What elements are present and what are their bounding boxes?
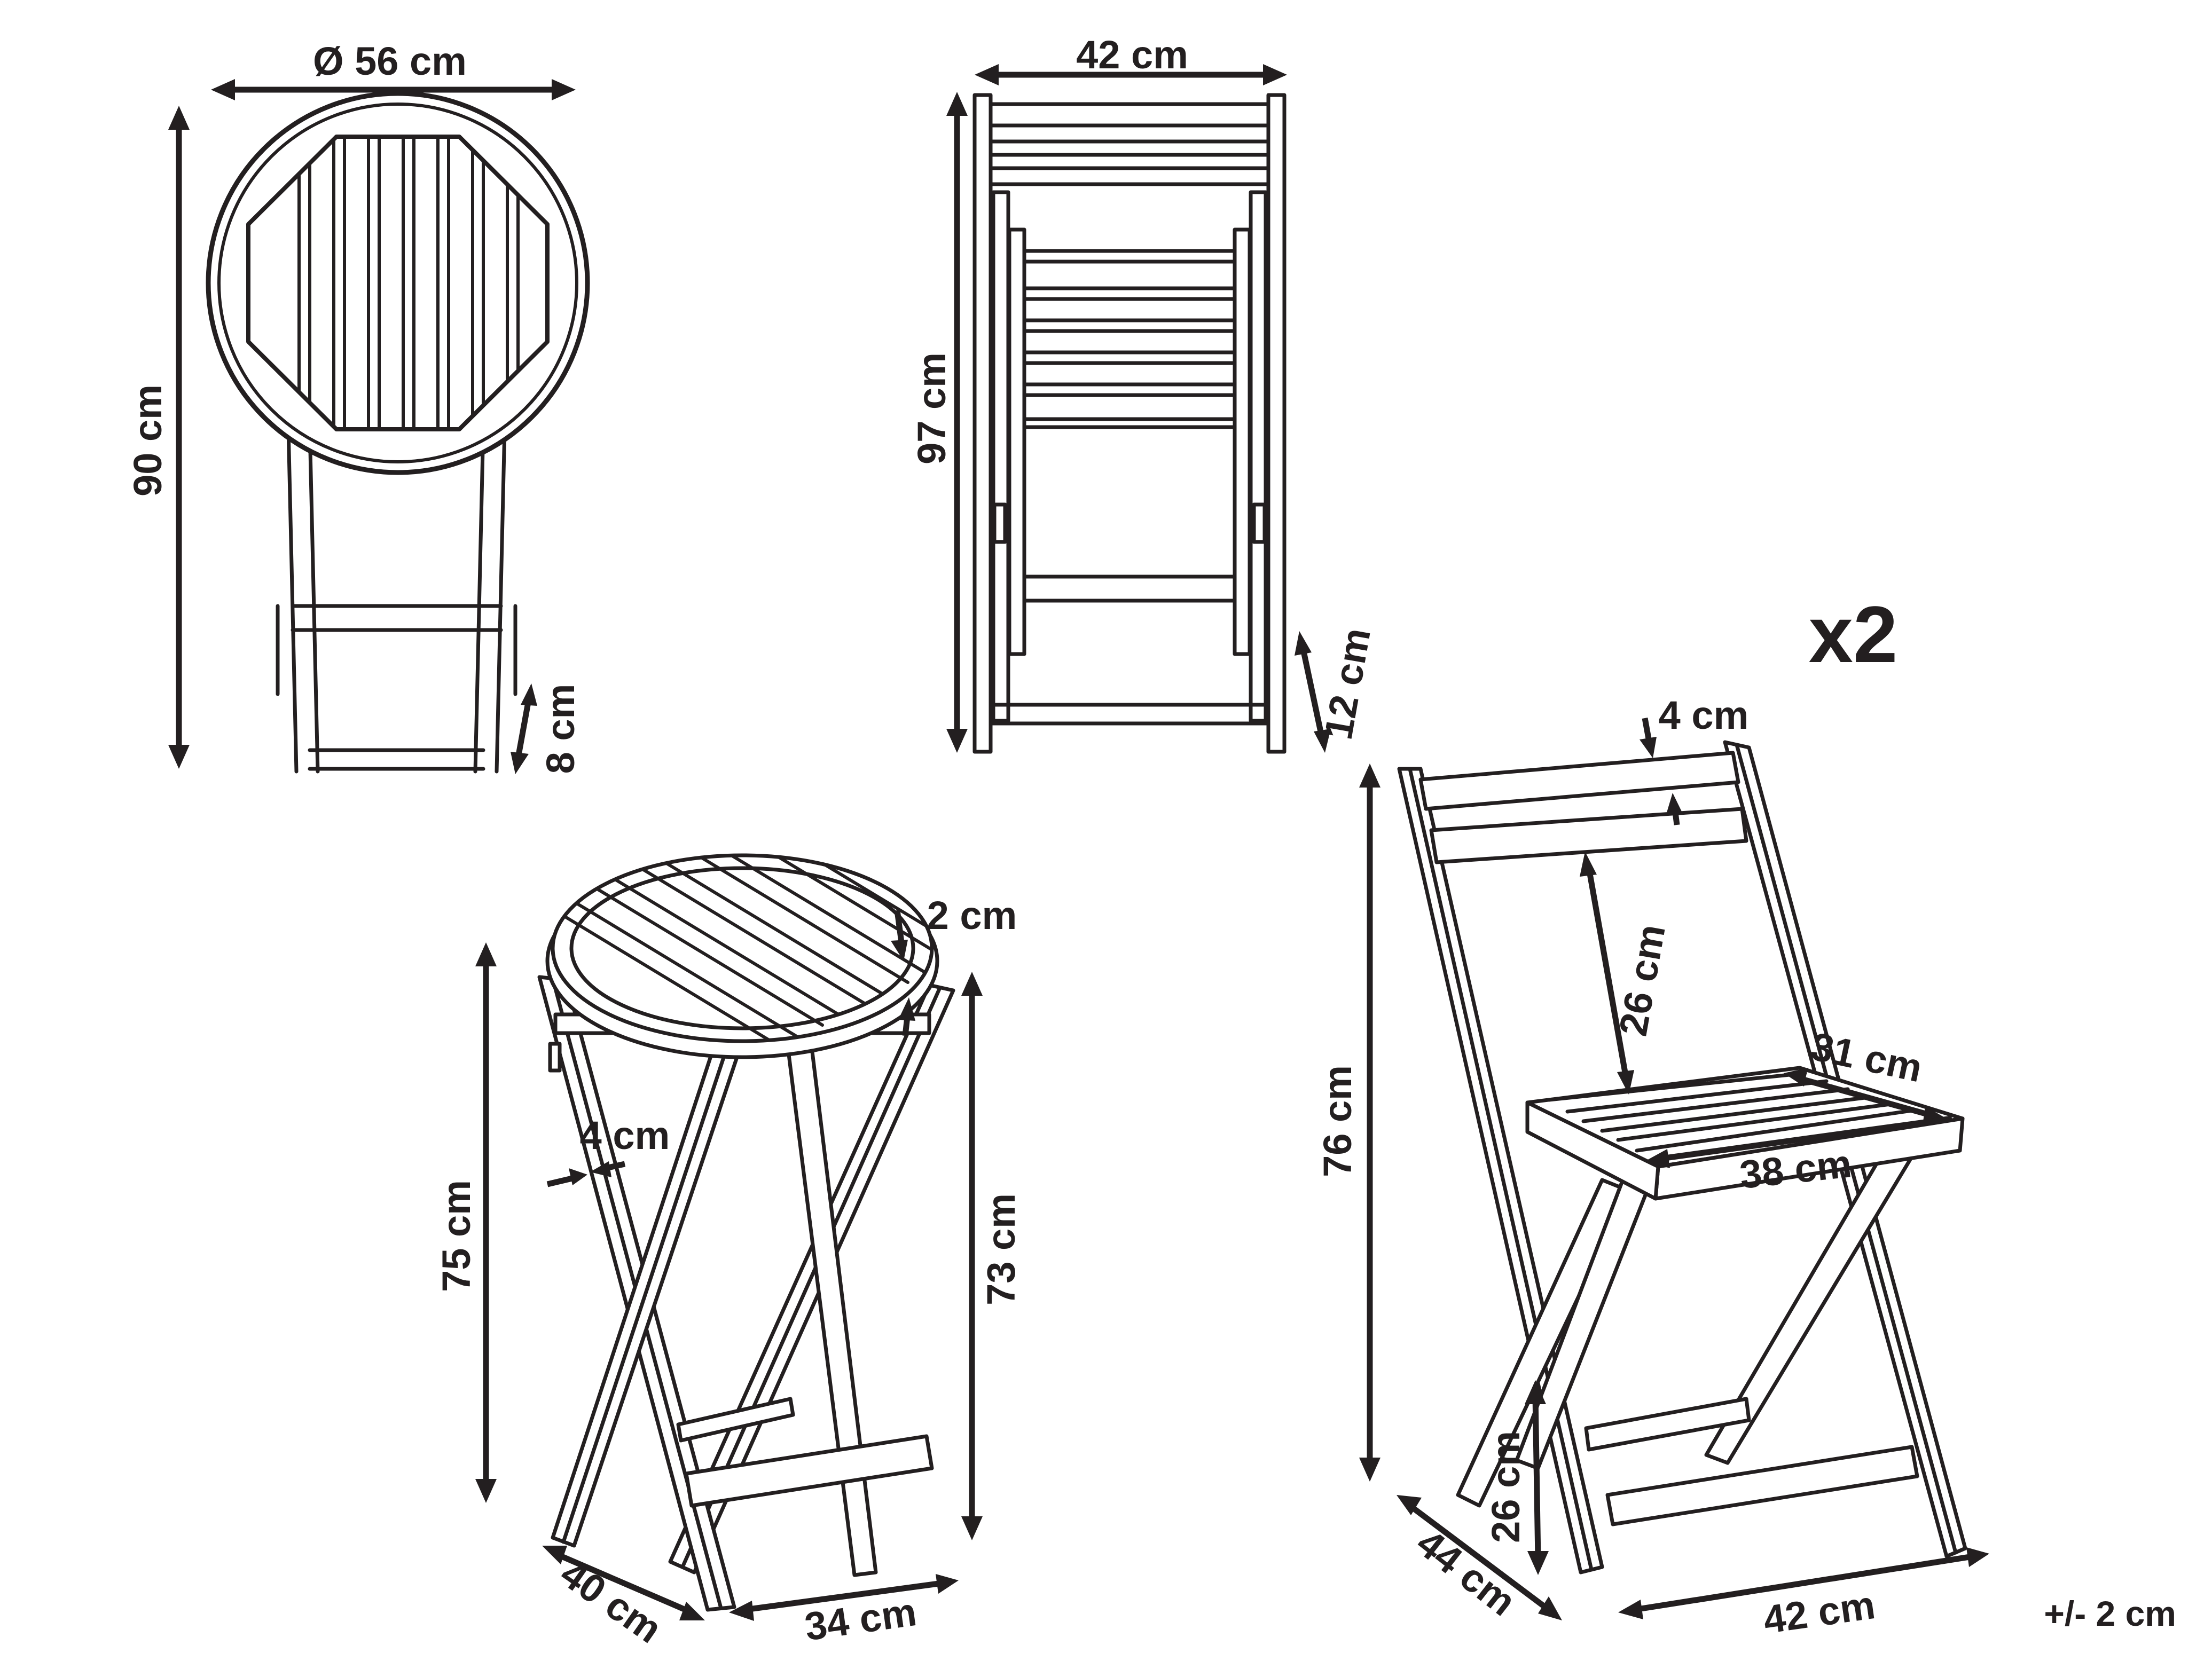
label-table-leg-height: 73 cm	[979, 1193, 1023, 1305]
folded-table-drawing	[206, 91, 590, 774]
multiplier-label: x2	[1809, 589, 1898, 679]
dimension-lines-open-table	[475, 910, 983, 1621]
label-chair-back-height: 26 cm	[1611, 921, 1674, 1039]
label-table-base-depth: 40 cm	[553, 1551, 670, 1651]
label-chair-folded-height: 97 cm	[909, 352, 954, 465]
dimension-lines-folded-table	[168, 79, 576, 774]
label-table-folded-thickness: 8 cm	[538, 684, 583, 774]
label-table-overall-height: 75 cm	[434, 1180, 479, 1292]
dimension-lines-folded-chair	[946, 64, 1331, 753]
dimension-lines-open-chair	[1359, 718, 1989, 1620]
tolerance-note: +/- 2 cm	[2044, 1594, 2176, 1633]
label-chair-base-width: 42 cm	[1761, 1583, 1878, 1642]
label-table-top-diameter: Ø 56 cm	[313, 39, 467, 83]
label-chair-folded-width: 42 cm	[1076, 33, 1188, 77]
open-table-drawing	[537, 853, 955, 1612]
label-chair-seat-height: 26 cm	[1484, 1431, 1528, 1543]
label-table-leg-width: 4 cm	[580, 1113, 670, 1158]
label-table-folded-height: 90 cm	[125, 384, 170, 497]
label-chair-folded-thickness: 12 cm	[1316, 625, 1379, 743]
folded-chair-drawing	[972, 93, 1287, 754]
label-chair-top-rail: 4 cm	[1659, 693, 1749, 737]
label-table-top-thickness: 2 cm	[927, 893, 1017, 938]
label-chair-overall-height: 76 cm	[1315, 1065, 1360, 1177]
